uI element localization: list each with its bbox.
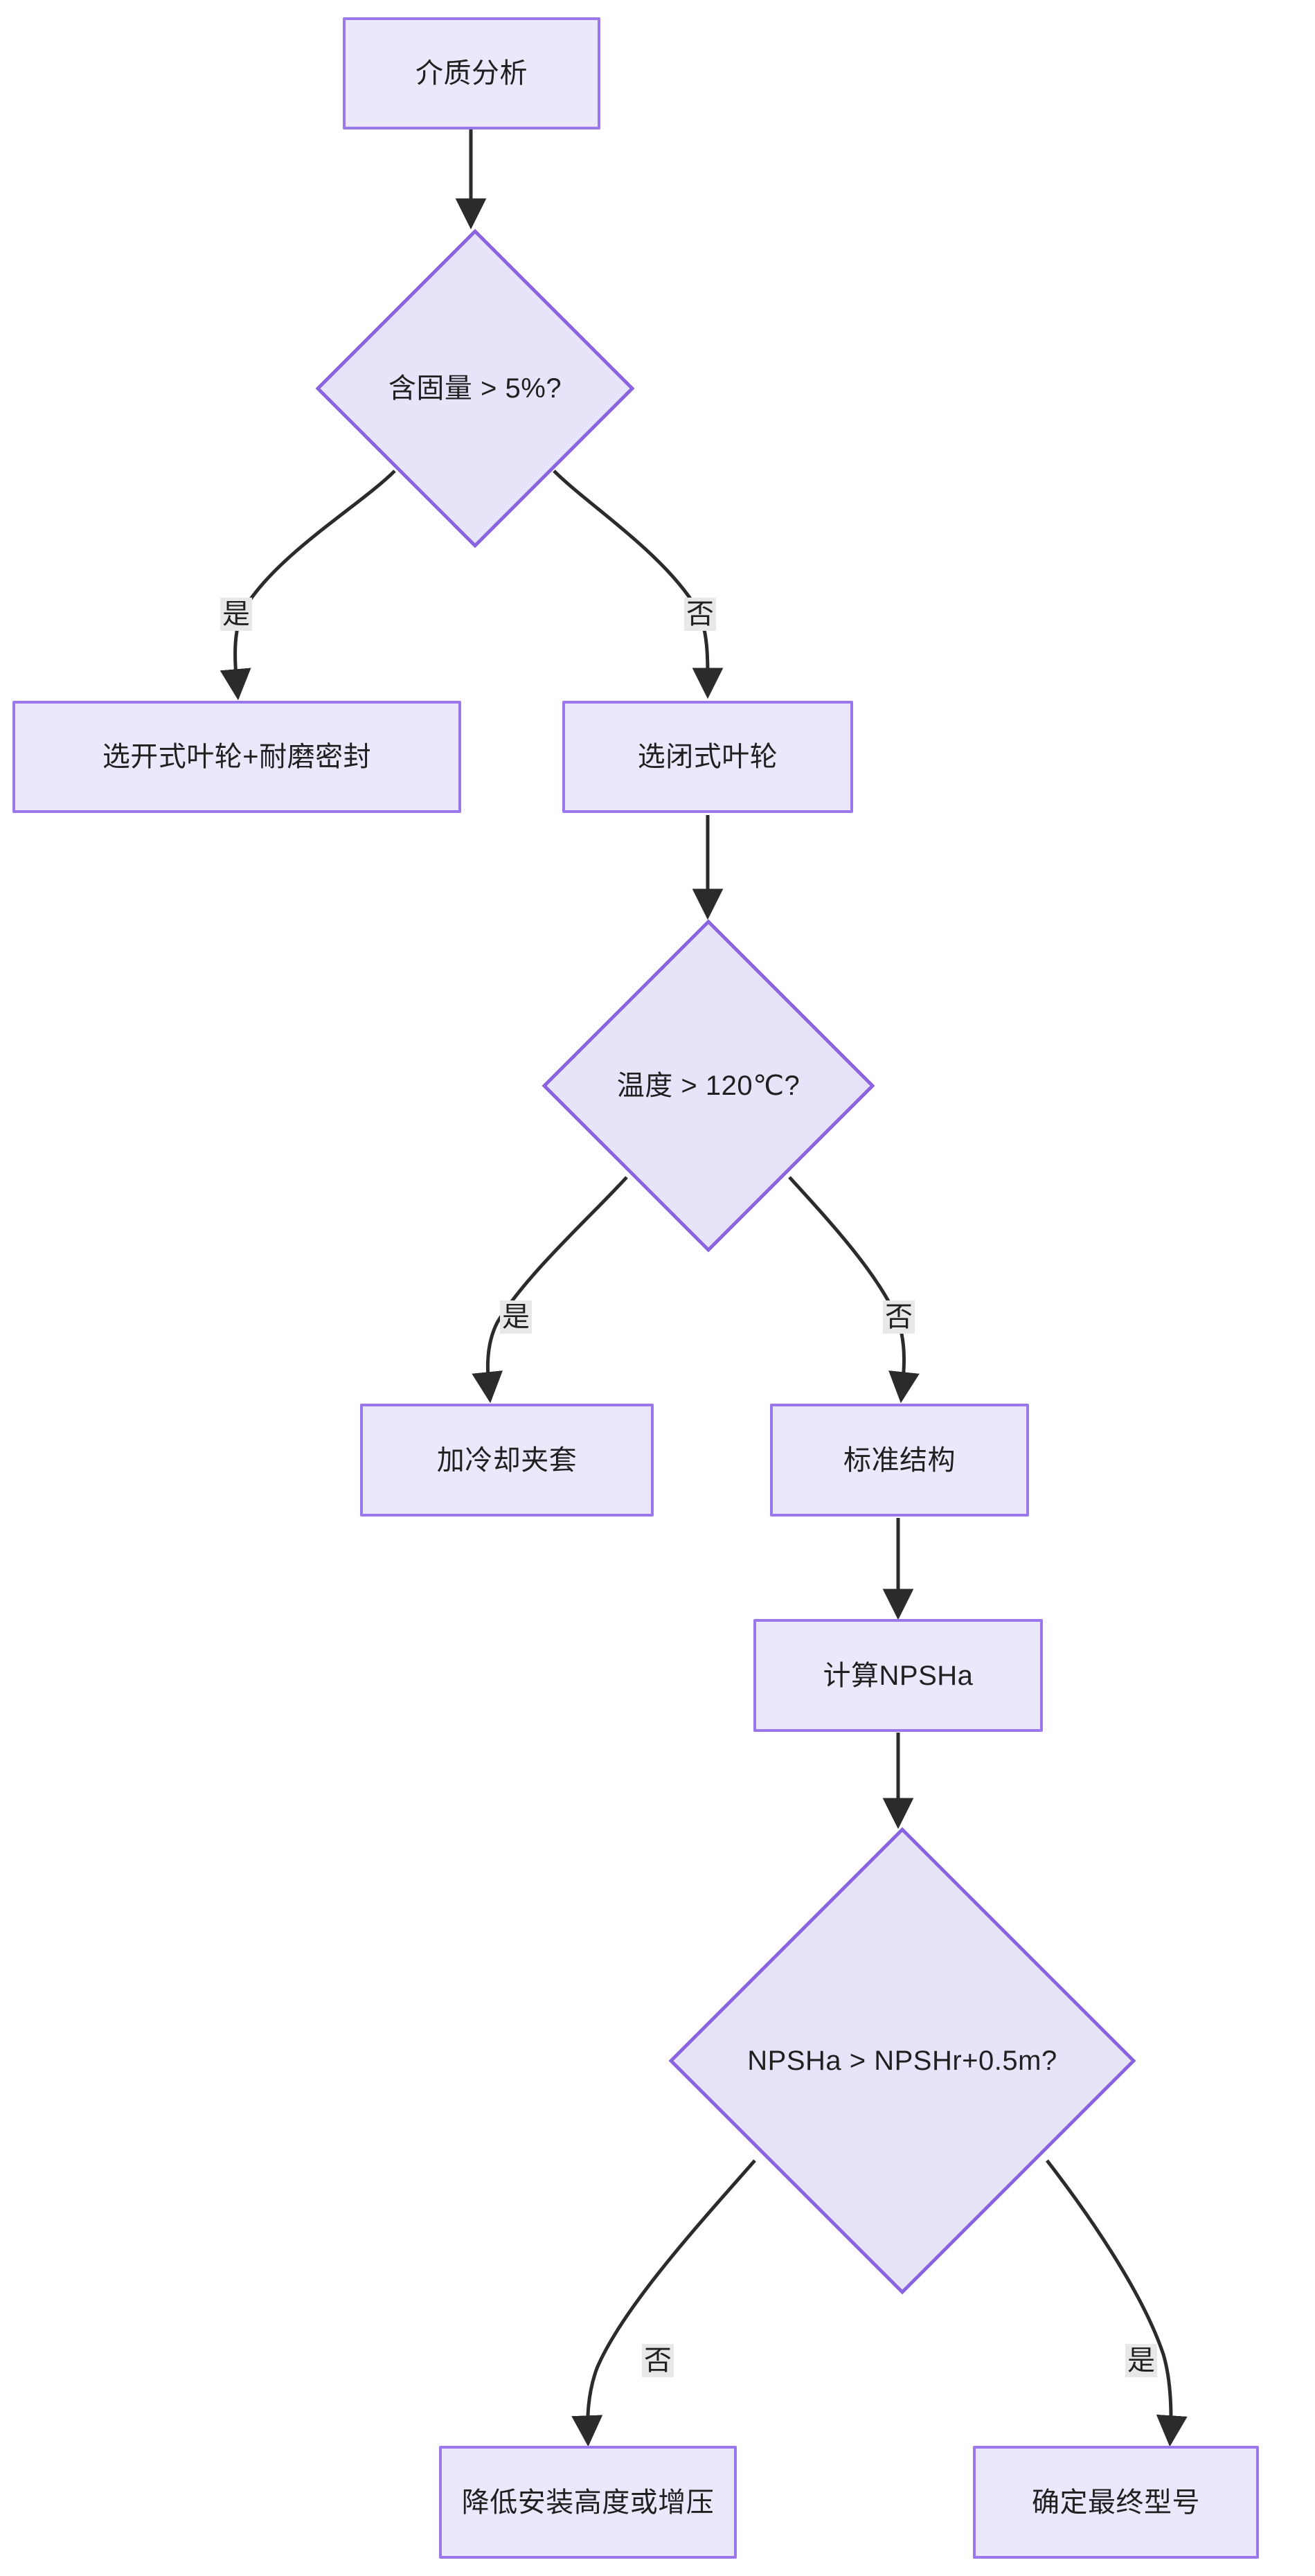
node-standard-structure[interactable]: 标准结构 (770, 1404, 1029, 1517)
node-medium-analysis[interactable]: 介质分析 (343, 17, 600, 129)
edge-label-text: 否 (644, 2345, 672, 2376)
diamond-shape (315, 229, 635, 548)
node-label: 降低安装高度或增压 (461, 2487, 715, 2518)
node-label: 选开式叶轮+耐磨密封 (102, 742, 372, 772)
edge-label-text: 是 (222, 599, 250, 629)
diamond-shape (668, 1827, 1136, 2295)
node-solid-content-decision[interactable]: 含固量 > 5%? (315, 229, 635, 548)
node-calculate-npsha[interactable]: 计算NPSHa (753, 1619, 1043, 1732)
node-label: 确定最终型号 (1032, 2487, 1200, 2518)
node-npsha-margin-decision[interactable]: NPSHa > NPSHr+0.5m? (668, 1827, 1136, 2295)
edge-n2-n3 (220, 469, 396, 701)
node-closed-impeller[interactable]: 选闭式叶轮 (562, 701, 853, 813)
node-label: 计算NPSHa (823, 1660, 974, 1691)
node-label: 标准结构 (843, 1444, 956, 1476)
node-label: 选闭式叶轮 (637, 742, 778, 772)
edge-label-no-solid-content: 否 (684, 598, 716, 631)
edge-label-yes-solid-content: 是 (220, 598, 252, 631)
node-cooling-jacket[interactable]: 加冷却夹套 (360, 1404, 654, 1517)
edge-label-text: 否 (686, 599, 714, 629)
edge-n9-n11 (1046, 2159, 1188, 2447)
node-label: 温度 > 120℃? (616, 1071, 800, 1101)
edge-label-text: 是 (1127, 2345, 1155, 2376)
edge-label-no-temperature: 否 (883, 1300, 915, 1334)
node-open-impeller-wear-seal[interactable]: 选开式叶轮+耐磨密封 (12, 701, 461, 813)
node-label: 介质分析 (415, 58, 528, 89)
edge-label-yes-npsha: 是 (1125, 2344, 1157, 2377)
diamond-shape (542, 919, 875, 1253)
node-lower-install-height-or-boost[interactable]: 降低安装高度或增压 (439, 2446, 737, 2559)
node-label: 含固量 > 5%? (388, 373, 562, 404)
edge-label-yes-temperature: 是 (500, 1300, 532, 1334)
edge-n9-n10 (571, 2159, 756, 2447)
node-temperature-decision[interactable]: 温度 > 120℃? (542, 919, 875, 1253)
node-confirm-final-model[interactable]: 确定最终型号 (973, 2446, 1259, 2559)
edge-label-text: 否 (885, 1302, 913, 1332)
node-label: NPSHa > NPSHr+0.5m? (747, 2046, 1057, 2076)
edge-n2-n4 (553, 469, 724, 699)
edge-label-text: 是 (502, 1302, 530, 1332)
node-label: 加冷却夹套 (436, 1444, 578, 1476)
edge-label-no-npsha: 否 (642, 2344, 674, 2377)
